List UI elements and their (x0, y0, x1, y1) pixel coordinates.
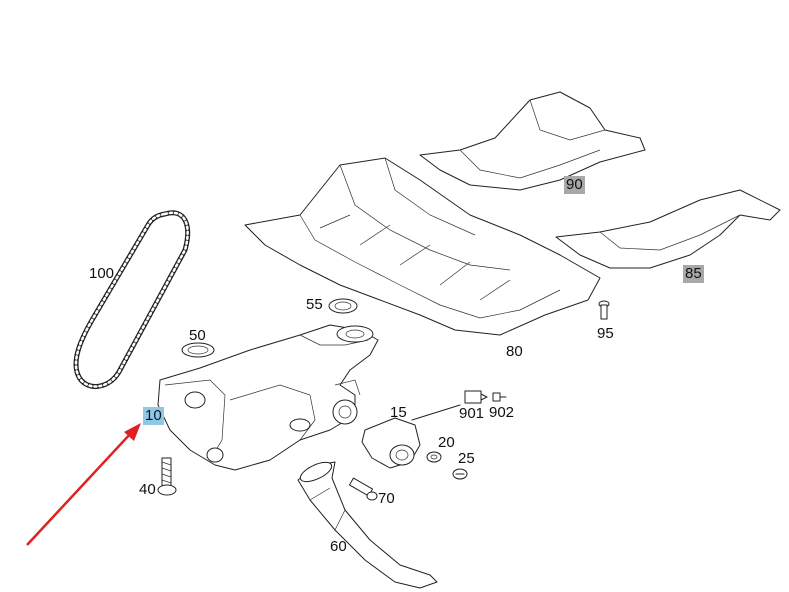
oil-pump-assembly[interactable] (157, 324, 379, 471)
oil-pan-upper[interactable] (244, 157, 601, 336)
screw-25[interactable] (452, 468, 468, 480)
callout-10[interactable]: 10 (143, 407, 164, 425)
callout-90[interactable]: 90 (564, 176, 585, 194)
callout-55[interactable]: 55 (306, 296, 323, 313)
callout-20[interactable]: 20 (438, 434, 455, 451)
solenoid-valve-15[interactable] (361, 404, 461, 469)
callout-70[interactable]: 70 (378, 490, 395, 507)
oil-suction-pipe[interactable] (297, 458, 438, 589)
connector-902[interactable] (492, 392, 507, 402)
callout-15[interactable]: 15 (390, 404, 407, 421)
callout-60[interactable]: 60 (330, 538, 347, 555)
bolt-40[interactable] (157, 457, 177, 496)
callout-80[interactable]: 80 (506, 343, 523, 360)
callout-902[interactable]: 902 (489, 404, 515, 421)
timing-chain[interactable] (73, 210, 191, 389)
callout-50[interactable]: 50 (189, 327, 206, 344)
clip-50[interactable] (181, 342, 215, 358)
oil-pan-baffle-90[interactable] (419, 91, 646, 191)
callout-25[interactable]: 25 (458, 450, 475, 467)
callout-100[interactable]: 100 (89, 265, 115, 282)
callout-95[interactable]: 95 (597, 325, 614, 342)
callout-85[interactable]: 85 (683, 265, 704, 283)
bolt-70[interactable] (348, 477, 378, 501)
washer-55[interactable] (328, 298, 358, 314)
callout-40[interactable]: 40 (139, 481, 156, 498)
bolt-95[interactable] (598, 300, 610, 320)
red-arrow-indicator (26, 423, 141, 546)
sleeve-20[interactable] (426, 451, 442, 463)
oil-pan-baffle-85[interactable] (555, 189, 781, 269)
connector-901[interactable] (464, 390, 488, 404)
callout-901[interactable]: 901 (459, 405, 485, 422)
